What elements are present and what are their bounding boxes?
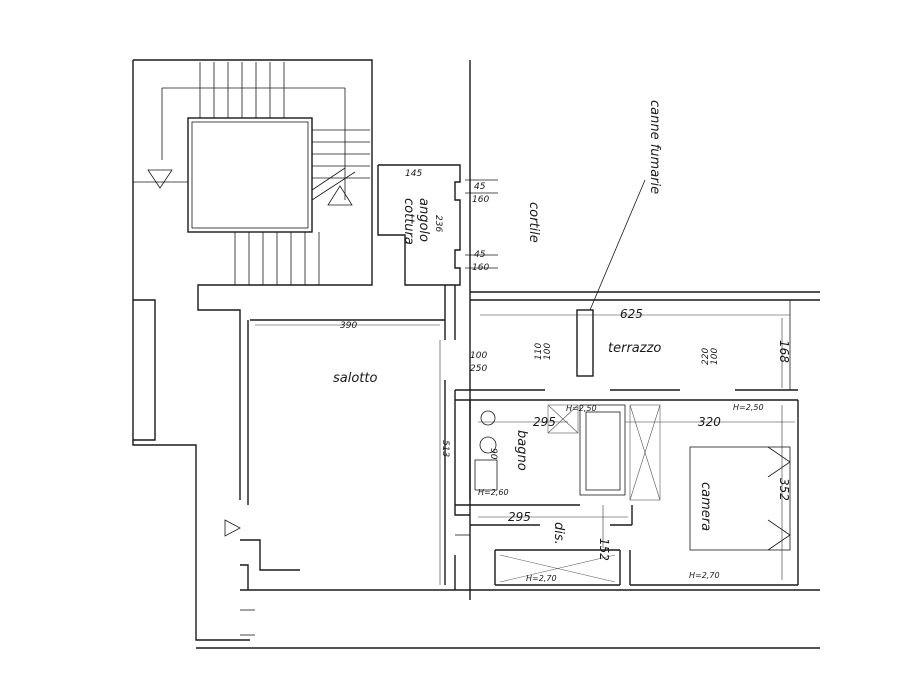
dim-390: 390	[340, 321, 357, 331]
dim-45b: 45	[474, 250, 486, 260]
room-label-terrazzo: terrazzo	[608, 341, 661, 356]
room-label-bagno: bagno	[514, 430, 529, 471]
living-room	[196, 285, 820, 649]
dim-145: 145	[405, 169, 422, 179]
toilet-icon	[479, 436, 497, 454]
sink-icon	[474, 459, 498, 491]
stair-treads-top	[161, 62, 346, 200]
dim-100a: 100	[470, 351, 487, 361]
stair-arrow-down-icon	[147, 169, 173, 189]
dim-236: 236	[433, 215, 443, 232]
dim-625: 625	[620, 307, 643, 321]
room-label-cottura: cottura	[401, 198, 416, 245]
room-label-camera: camera	[698, 482, 713, 531]
kitchenette	[377, 60, 498, 600]
dim-250: 250	[470, 364, 487, 374]
dim-295b: 295	[508, 510, 531, 524]
dim-295a: 295	[533, 415, 556, 429]
room-label-cortile: cortile	[526, 202, 541, 243]
dimension-lines	[255, 314, 795, 585]
bed	[689, 446, 791, 551]
height-label-camera: H=2,70	[689, 571, 720, 580]
height-label-bagno: H=2,60	[478, 488, 509, 497]
chimney-flue	[576, 309, 594, 377]
stair-treads-bottom	[133, 181, 320, 285]
height-label-terrazzo-right: H=2,50	[733, 403, 764, 412]
bidet-icon	[480, 410, 496, 426]
dim-160b: 160	[472, 263, 489, 273]
dim-513: 513	[440, 440, 450, 457]
dim-45a: 45	[474, 182, 486, 192]
room-label-salotto: salotto	[333, 371, 377, 386]
dim-320: 320	[698, 415, 721, 429]
dim-220: 220	[701, 348, 711, 365]
stair-arrow-up-icon	[327, 185, 353, 206]
dim-160a: 160	[472, 195, 489, 205]
note-canne-fumarie: canne fumarie	[647, 100, 662, 194]
height-label-dis: H=2,70	[526, 574, 557, 583]
bathroom-bedroom-block	[454, 389, 799, 590]
dim-90: 90	[488, 448, 498, 460]
stair-block	[132, 59, 373, 641]
height-label-terrazzo-left: H=2,50	[566, 404, 597, 413]
dim-100c: 100	[710, 348, 720, 365]
dim-110: 110	[534, 343, 544, 360]
entrance-arrow-icon	[224, 519, 241, 537]
dim-100b: 100	[543, 343, 553, 360]
dim-168: 168	[777, 340, 791, 363]
terrace	[470, 179, 820, 390]
stair-treads-right	[311, 129, 370, 201]
room-label-angolo: angolo	[416, 198, 431, 242]
room-label-dis: dis.	[551, 522, 566, 545]
dim-352: 352	[777, 478, 791, 501]
dim-152: 152	[597, 538, 611, 561]
